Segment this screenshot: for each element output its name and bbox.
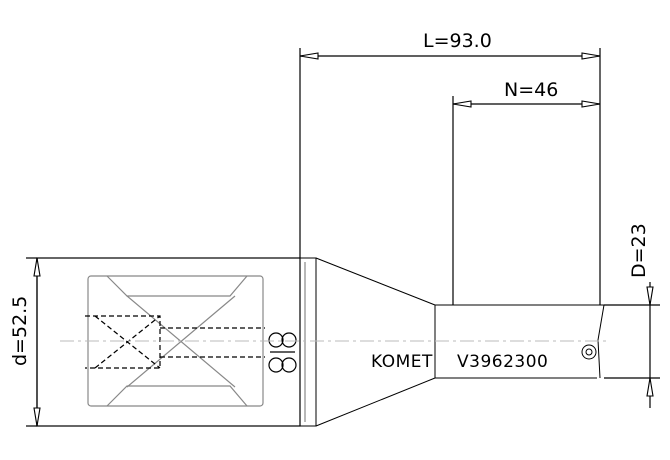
dimension-shank-diameter: d=52.5 [9, 257, 41, 427]
dimension-cutting-diameter: D=23 [604, 223, 660, 408]
shank [36, 257, 317, 427]
shank-marking-08 [268, 332, 297, 373]
shank-diameter-label: d=52.5 [9, 296, 31, 366]
part-number-engraving: V3962300 [457, 352, 548, 372]
dimension-overall-length: L=93.0 [299, 30, 601, 305]
flute-length-label: N=46 [504, 79, 558, 101]
brand-engraving: KOMET [371, 352, 433, 372]
dimension-flute-length: N=46 [452, 79, 601, 305]
overall-length-label: L=93.0 [423, 30, 492, 52]
cutting-diameter-label: D=23 [628, 223, 650, 278]
drill-body [315, 257, 605, 427]
